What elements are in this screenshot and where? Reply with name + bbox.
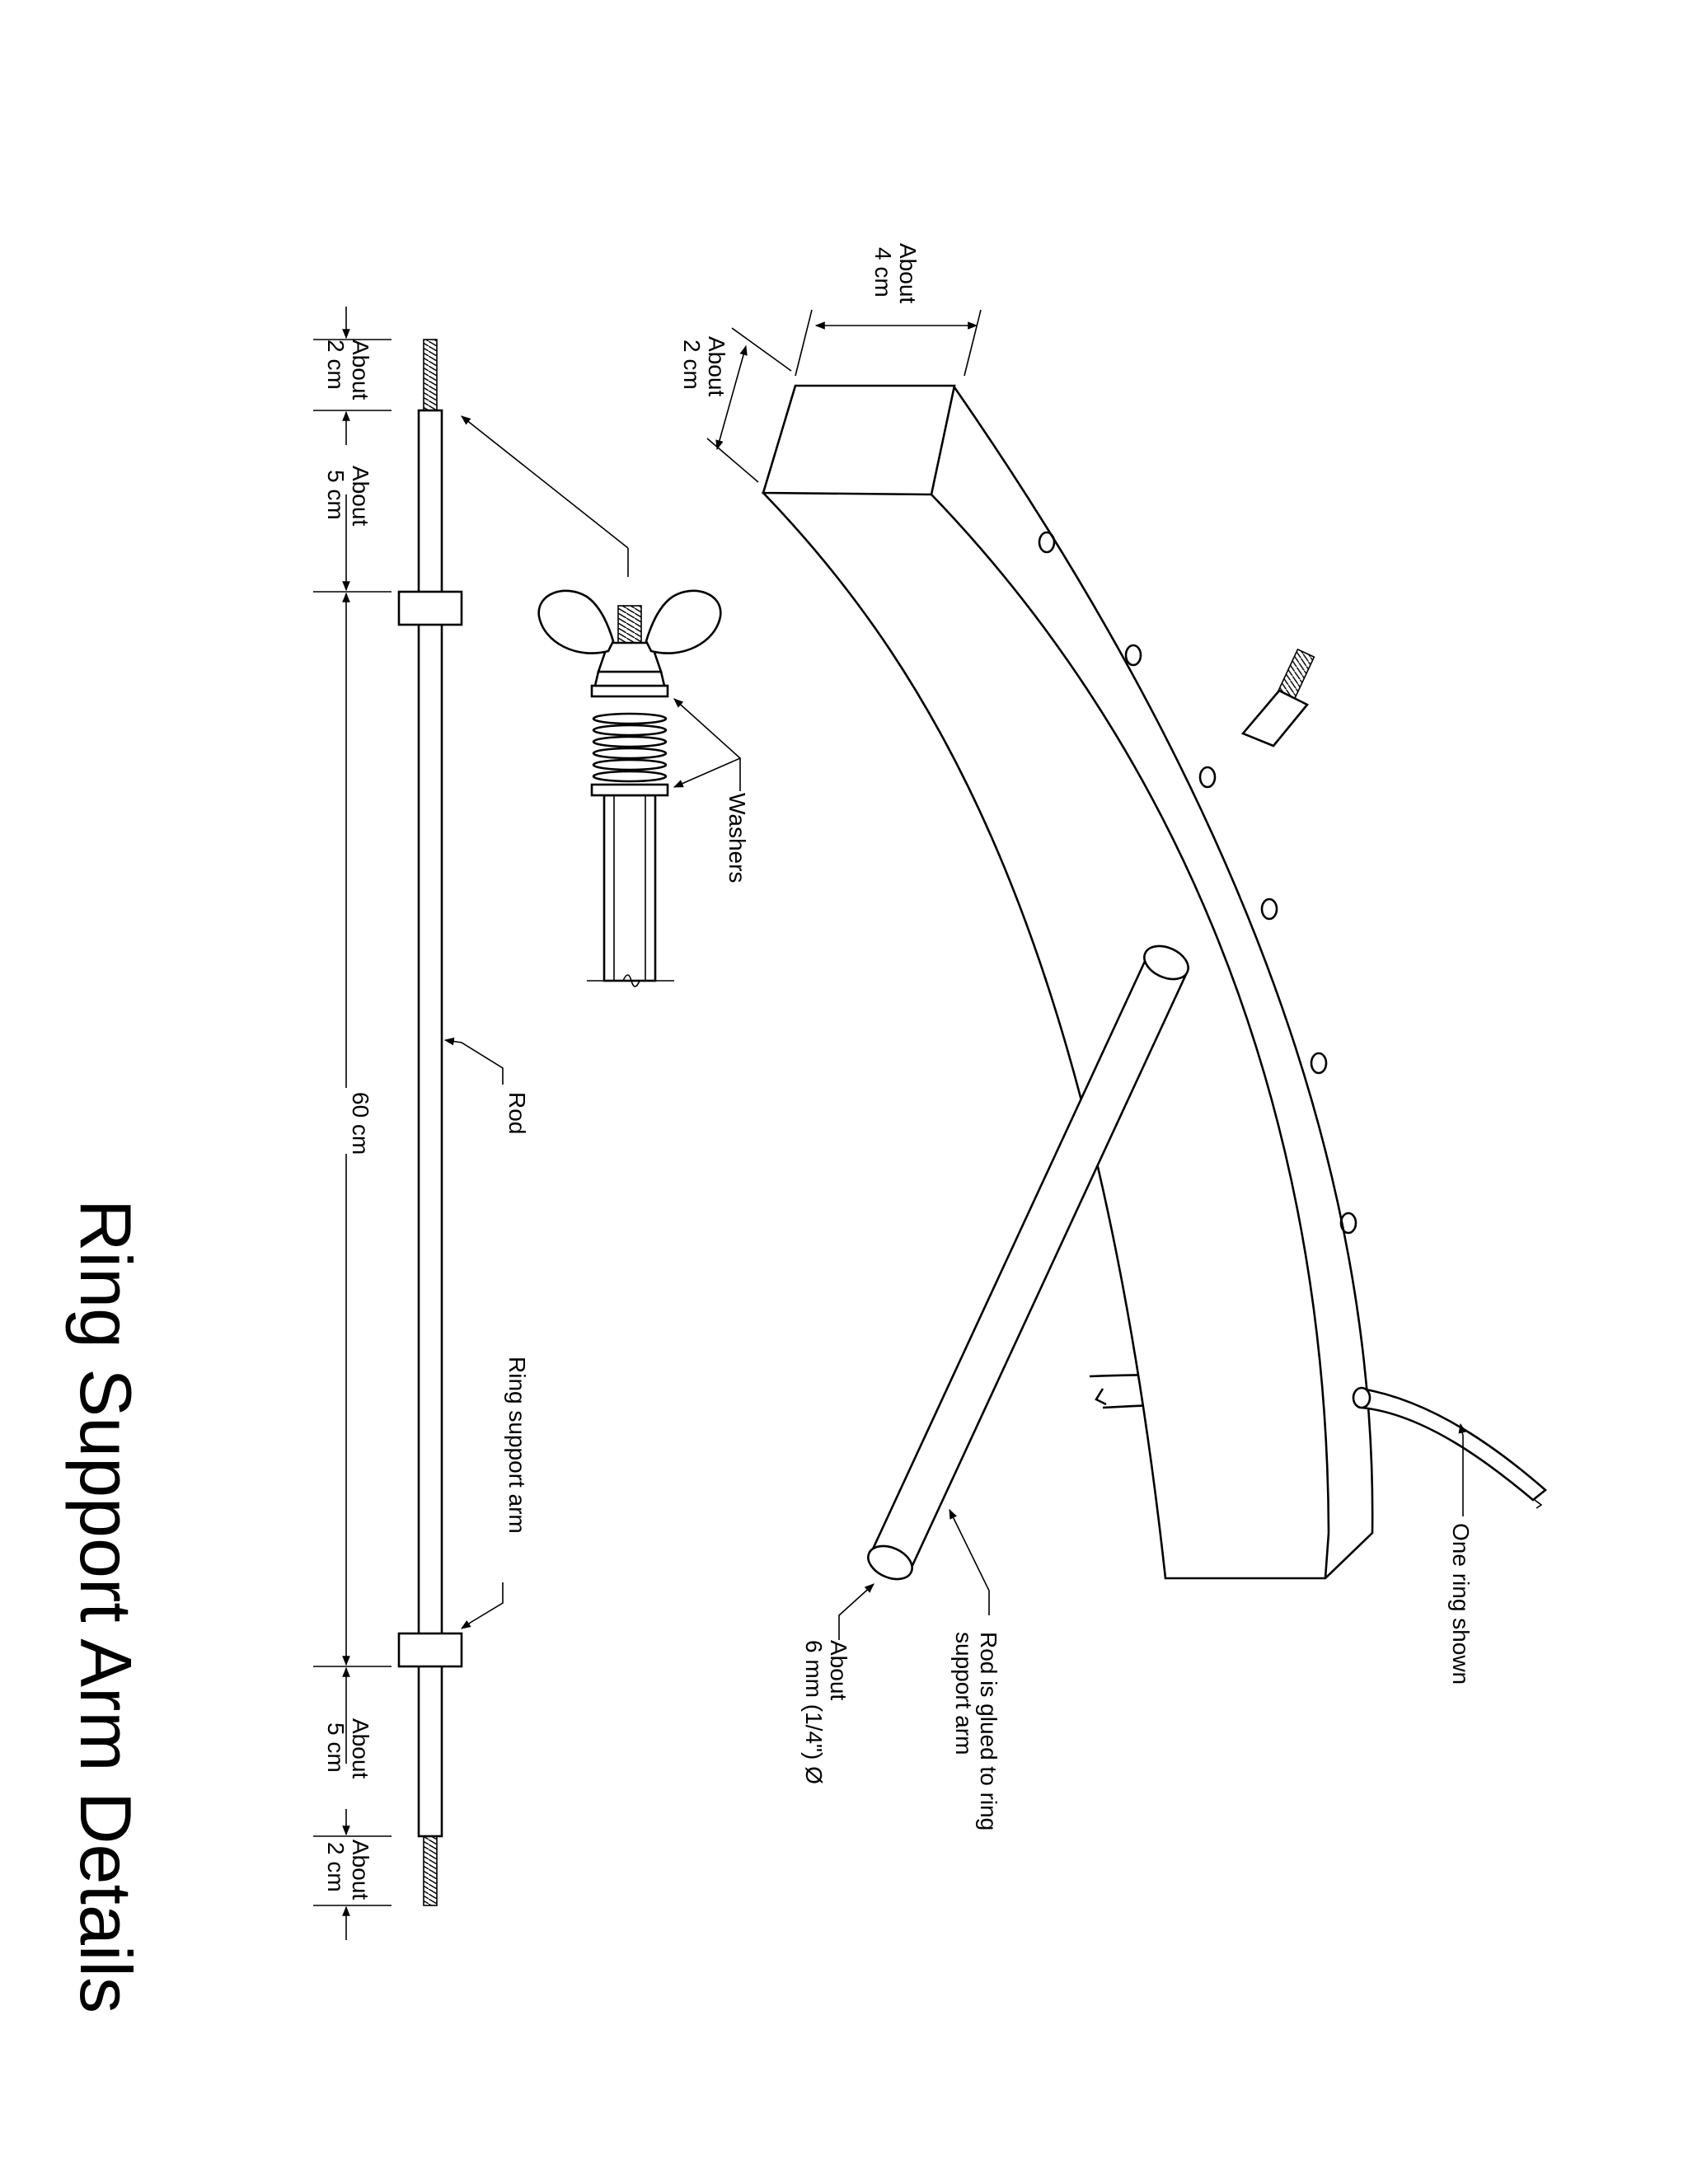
wing-nut-detail: Washers (461, 415, 750, 987)
arm-callouts: One ring shown Rod is glued to ring supp… (801, 1422, 1474, 1830)
thread-bottom (423, 1835, 438, 1906)
rod-callouts: Rod Ring support arm (443, 1037, 530, 1629)
dim-middle: 60 cm (348, 1092, 373, 1155)
rod-dimension-chain: About 2 cm About 5 cm 60 cm About 5 cm A… (313, 307, 392, 1940)
dim-thread-bottom-line2: 2 cm (323, 1842, 349, 1892)
collar-bottom (397, 1632, 463, 1668)
dim-width-line1: About (895, 243, 921, 303)
curved-arm-drawing (761, 384, 1548, 1581)
thread-top (423, 339, 438, 411)
label-ring-support-arm: Ring support arm (504, 1357, 530, 1534)
rod-drawing (397, 339, 463, 1906)
label-diameter-line2: 6 mm (1/4") Ø (801, 1640, 827, 1784)
label-one-ring: One ring shown (1448, 1523, 1474, 1685)
label-rod: Rod (504, 1092, 530, 1134)
label-washers: Washers (724, 793, 750, 883)
label-diameter-line1: About (826, 1640, 851, 1700)
label-glued-line2: support arm (951, 1632, 977, 1755)
dim-thread-bottom-line1: About (348, 1840, 373, 1900)
dim-thread-top-line2: 2 cm (323, 340, 349, 390)
dim-depth-line2: 2 cm (679, 340, 705, 390)
dim-end-top-line1: About (348, 466, 373, 526)
page-title: Ring Support Arm Details (65, 1199, 147, 2013)
label-glued-line1: Rod is glued to ring (976, 1632, 1001, 1830)
collar-top (397, 590, 463, 626)
dim-depth-line1: About (704, 336, 729, 396)
arm-dimensions: About 4 cm About 2 cm (679, 243, 982, 483)
dim-end-top-line2: 5 cm (323, 470, 349, 520)
dim-width-line2: 4 cm (870, 247, 896, 298)
dim-end-bottom-line1: About (348, 1718, 373, 1779)
dim-thread-top-line1: About (348, 340, 373, 400)
dim-end-bottom-line2: 5 cm (323, 1722, 349, 1773)
